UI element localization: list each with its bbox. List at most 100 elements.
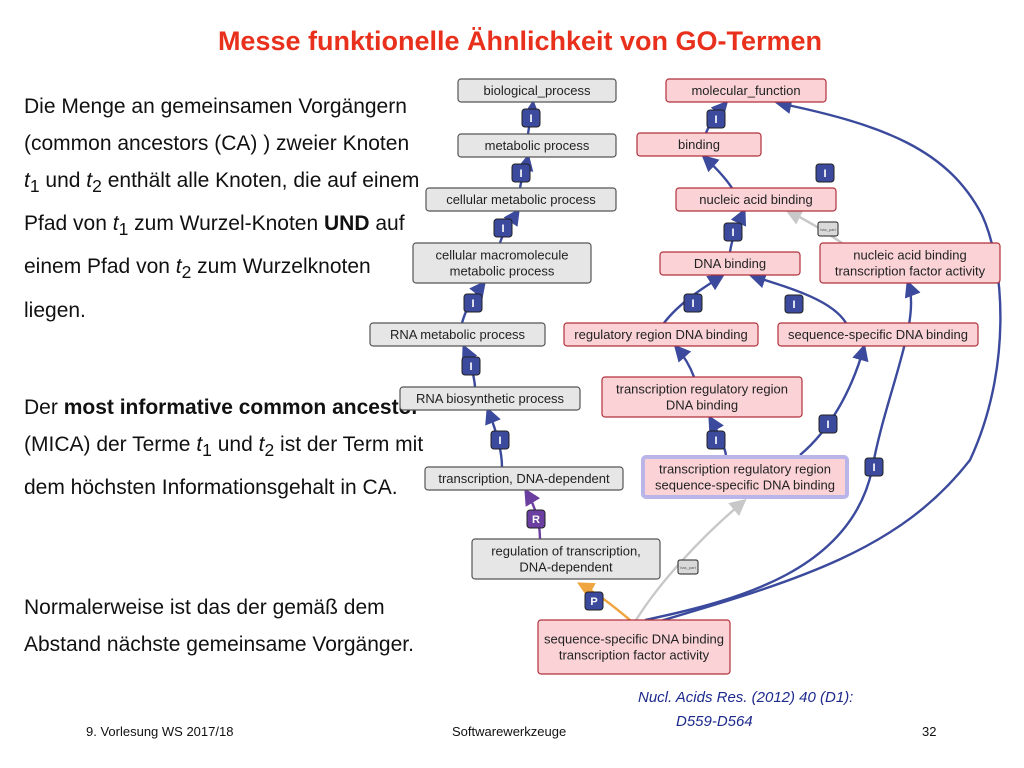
node-rrdb: regulatory region DNA binding — [563, 322, 759, 347]
node-box — [457, 133, 617, 158]
badge-label: I — [519, 168, 522, 180]
node-label: cellular macromolecule — [436, 248, 569, 263]
badge-box — [815, 163, 835, 183]
node-box — [563, 322, 759, 347]
badge-box — [864, 457, 884, 477]
edge-badge-is-a: I — [493, 218, 513, 238]
reference-citation: Nucl. Acids Res. (2012) 40 (D1): D559-D5… — [638, 686, 853, 734]
node-dnab: DNA binding — [659, 251, 801, 276]
edge-trrss-ssdb — [799, 343, 869, 456]
node-trrss: transcription regulatory regionsequence-… — [641, 455, 849, 499]
badge-label: I — [529, 113, 532, 125]
node-box — [399, 386, 581, 411]
node-label: nucleic acid binding — [853, 248, 966, 263]
node-label: sequence-specific DNA binding — [544, 632, 724, 647]
badge-box — [526, 509, 546, 529]
badge-box — [511, 163, 531, 183]
reference-line-2: D559-D564 — [676, 713, 753, 730]
node-box — [665, 78, 827, 103]
node-ssdb: sequence-specific DNA binding — [777, 322, 979, 347]
edge-badge-is-a: I — [511, 163, 531, 183]
paragraph-nearest-ancestor: Normalerweise ist das der gemäß dem Abst… — [24, 596, 414, 656]
badge-box — [493, 218, 513, 238]
node-mf: molecular_function — [665, 78, 827, 103]
badge-label: R — [532, 514, 540, 526]
edge-ssdbtf-mf — [649, 97, 1002, 626]
badge-box — [784, 294, 804, 314]
edge-badge-has-part: has_part — [817, 221, 839, 237]
node-box — [457, 78, 617, 103]
node-label: transcription factor activity — [559, 648, 710, 663]
badge-box — [706, 430, 726, 450]
badge-label: has_part — [820, 227, 836, 232]
node-label: RNA metabolic process — [390, 327, 526, 342]
node-box — [471, 538, 661, 580]
node-box — [777, 322, 979, 347]
node-label: nucleic acid binding — [699, 192, 812, 207]
edge-nab-bind — [701, 154, 733, 189]
edge-ssdb-dnab — [748, 272, 848, 324]
badge-label: I — [501, 223, 504, 235]
badge-label: I — [498, 435, 501, 447]
node-label: sequence-specific DNA binding — [655, 478, 835, 493]
node-label: metabolic process — [485, 138, 590, 153]
badge-box — [584, 591, 604, 611]
node-box — [369, 322, 546, 347]
node-tdd: transcription, DNA-dependent — [424, 466, 624, 491]
footer-subject: Softwarewerkzeuge — [452, 724, 567, 739]
badge-label: P — [590, 596, 597, 608]
edge-badge-is-a: I — [723, 222, 743, 242]
node-box — [675, 187, 837, 212]
badge-label: I — [714, 435, 717, 447]
badge-label: I — [792, 299, 795, 311]
slide-title: Messe funktionelle Ähnlichkeit von GO-Te… — [217, 26, 823, 56]
badge-box — [723, 222, 743, 242]
edge-trrdb-rrdb — [673, 344, 696, 378]
node-mp: metabolic process — [457, 133, 617, 158]
node-box — [425, 187, 617, 212]
node-label: biological_process — [484, 83, 591, 98]
node-rot: regulation of transcription,DNA-dependen… — [471, 538, 661, 580]
badge-box — [817, 221, 839, 237]
badge-box — [521, 108, 541, 128]
edge-badge-part-of: P — [584, 591, 604, 611]
edge-badge-is-a: I — [706, 430, 726, 450]
node-box — [636, 132, 762, 157]
footer-course: 9. Vorlesung WS 2017/18 — [86, 724, 234, 739]
edge-badge-is-a: I — [490, 430, 510, 450]
badge-box — [818, 414, 838, 434]
edge-badge-is-a: I — [818, 414, 838, 434]
node-label: DNA binding — [666, 398, 738, 413]
paragraph-common-ancestors: Die Menge an gemeinsamen Vorgängern (com… — [24, 95, 420, 322]
edge-badge-is-a: I — [706, 109, 726, 129]
node-label: molecular_function — [691, 83, 800, 98]
node-nab: nucleic acid binding — [675, 187, 837, 212]
badge-label: has_part — [680, 565, 696, 570]
badge-label: I — [691, 298, 694, 310]
node-rbp: RNA biosynthetic process — [399, 386, 581, 411]
edge-badge-regulates: R — [526, 509, 546, 529]
node-box — [601, 376, 803, 418]
badge-label: I — [731, 227, 734, 239]
node-label: transcription regulatory region — [616, 382, 788, 397]
badge-label: I — [823, 168, 826, 180]
badge-label: I — [714, 114, 717, 126]
node-label: transcription regulatory region — [659, 462, 831, 477]
node-label: cellular metabolic process — [446, 192, 596, 207]
node-rmp: RNA metabolic process — [369, 322, 546, 347]
badge-box — [490, 430, 510, 450]
edge-badge-is-a: I — [815, 163, 835, 183]
node-label: transcription factor activity — [835, 264, 986, 279]
badge-box — [706, 109, 726, 129]
badge-label: I — [471, 298, 474, 310]
node-box — [424, 466, 624, 491]
paragraph-mica: Der most informative common ancestor (MI… — [24, 396, 424, 500]
badge-box — [463, 293, 483, 313]
edge-badge-is-a: I — [784, 294, 804, 314]
node-bind: binding — [636, 132, 762, 157]
node-label: binding — [678, 137, 720, 152]
node-label: DNA-dependent — [519, 560, 613, 575]
node-bp: biological_process — [457, 78, 617, 103]
